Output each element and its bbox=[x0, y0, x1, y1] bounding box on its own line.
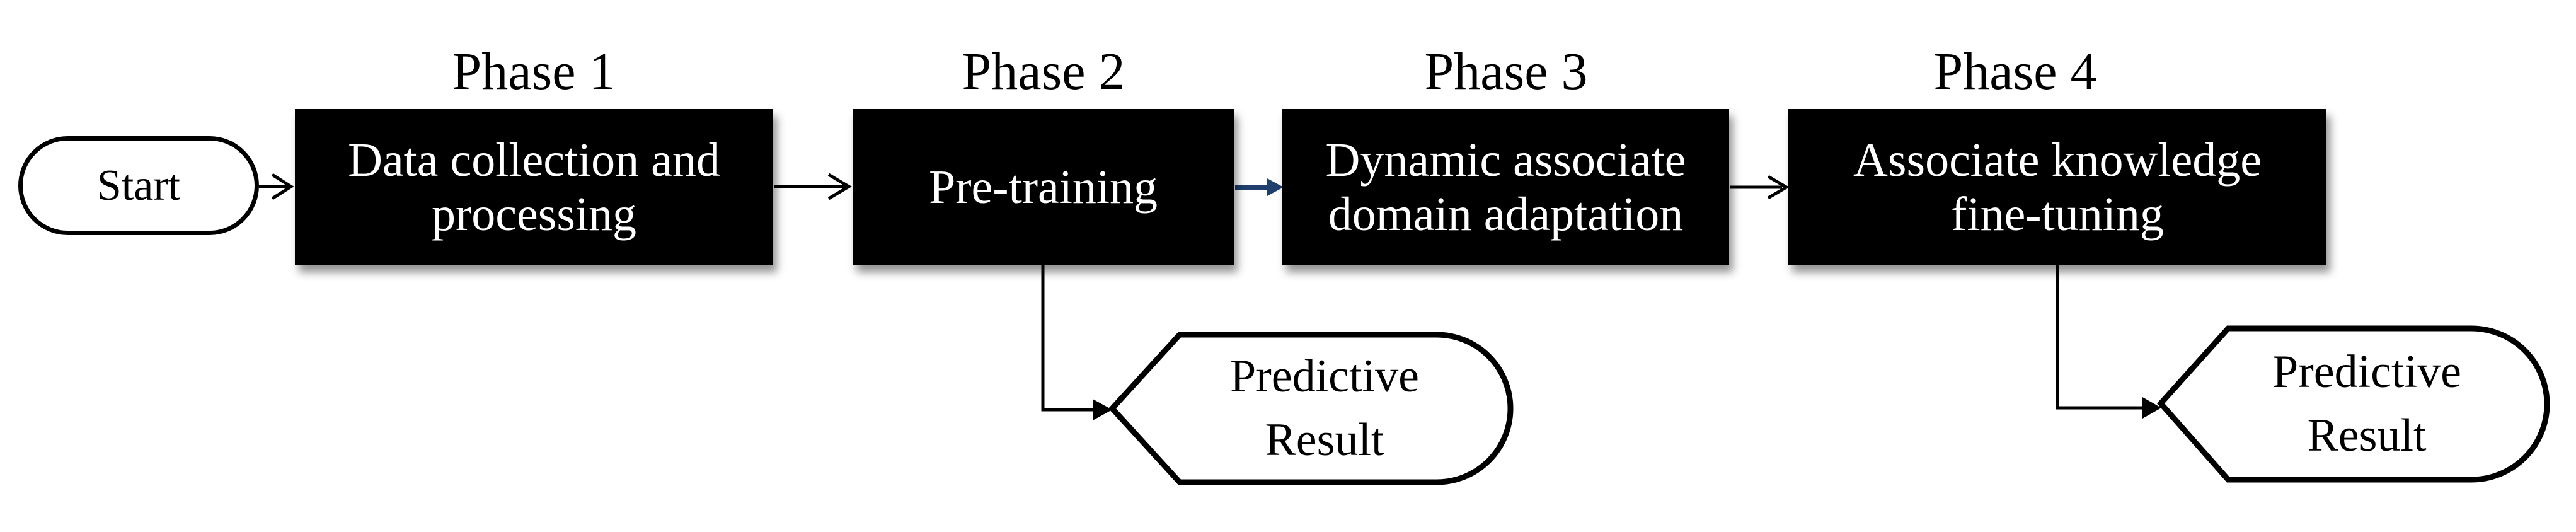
connector-phase2-to-result1 bbox=[1041, 265, 1094, 412]
start-node: Start bbox=[18, 136, 259, 235]
phase-3-box: Dynamic associate domain adaptation bbox=[1282, 109, 1729, 265]
phase-2-box: Pre-training bbox=[853, 109, 1234, 265]
phase-1-text-line-1: Data collection and bbox=[348, 134, 720, 187]
connector-phase4-to-result2 bbox=[2056, 265, 2144, 410]
predictive-result-2: Predictive Result bbox=[2228, 328, 2505, 480]
phase-1-label: Phase 1 bbox=[452, 42, 616, 101]
predictive-result-shape-2 bbox=[2156, 325, 2550, 483]
predictive-result-2-line-2: Result bbox=[2307, 410, 2427, 461]
phase-2-text-line-1: Pre-training bbox=[928, 161, 1158, 214]
phase-1-box: Data collection and processing bbox=[295, 109, 773, 265]
arrowhead-start-to-phase1-icon bbox=[271, 173, 294, 200]
phase-1-text-line-2: processing bbox=[431, 188, 637, 241]
phase-3-text-line-1: Dynamic associate bbox=[1325, 134, 1686, 187]
predictive-result-1-line-1: Predictive bbox=[1229, 350, 1419, 402]
arrowhead-phase3-to-phase4-icon bbox=[1767, 175, 1790, 200]
phase-3-text-line-2: domain adaptation bbox=[1328, 188, 1684, 241]
arrowhead-result1-icon bbox=[1093, 399, 1112, 420]
arrowhead-phase2-to-phase3-icon bbox=[1267, 178, 1284, 196]
start-node-label: Start bbox=[96, 161, 181, 210]
phase-3-label: Phase 3 bbox=[1424, 42, 1588, 101]
predictive-result-shape-1 bbox=[1108, 332, 1514, 485]
predictive-result-2-line-1: Predictive bbox=[2272, 346, 2461, 398]
arrowhead-phase1-to-phase2-icon bbox=[827, 173, 852, 200]
predictive-result-1-line-2: Result bbox=[1265, 414, 1384, 466]
predictive-result-1: Predictive Result bbox=[1180, 333, 1469, 483]
arrowhead-result2-icon bbox=[2142, 397, 2161, 419]
phase-4-text-line-2: fine-tuning bbox=[1951, 188, 2164, 241]
phase-4-box: Associate knowledge fine-tuning bbox=[1788, 109, 2326, 265]
phase-4-text-line-1: Associate knowledge bbox=[1853, 134, 2262, 187]
phase-2-label: Phase 2 bbox=[962, 42, 1125, 101]
phase-4-label: Phase 4 bbox=[1933, 42, 2097, 101]
